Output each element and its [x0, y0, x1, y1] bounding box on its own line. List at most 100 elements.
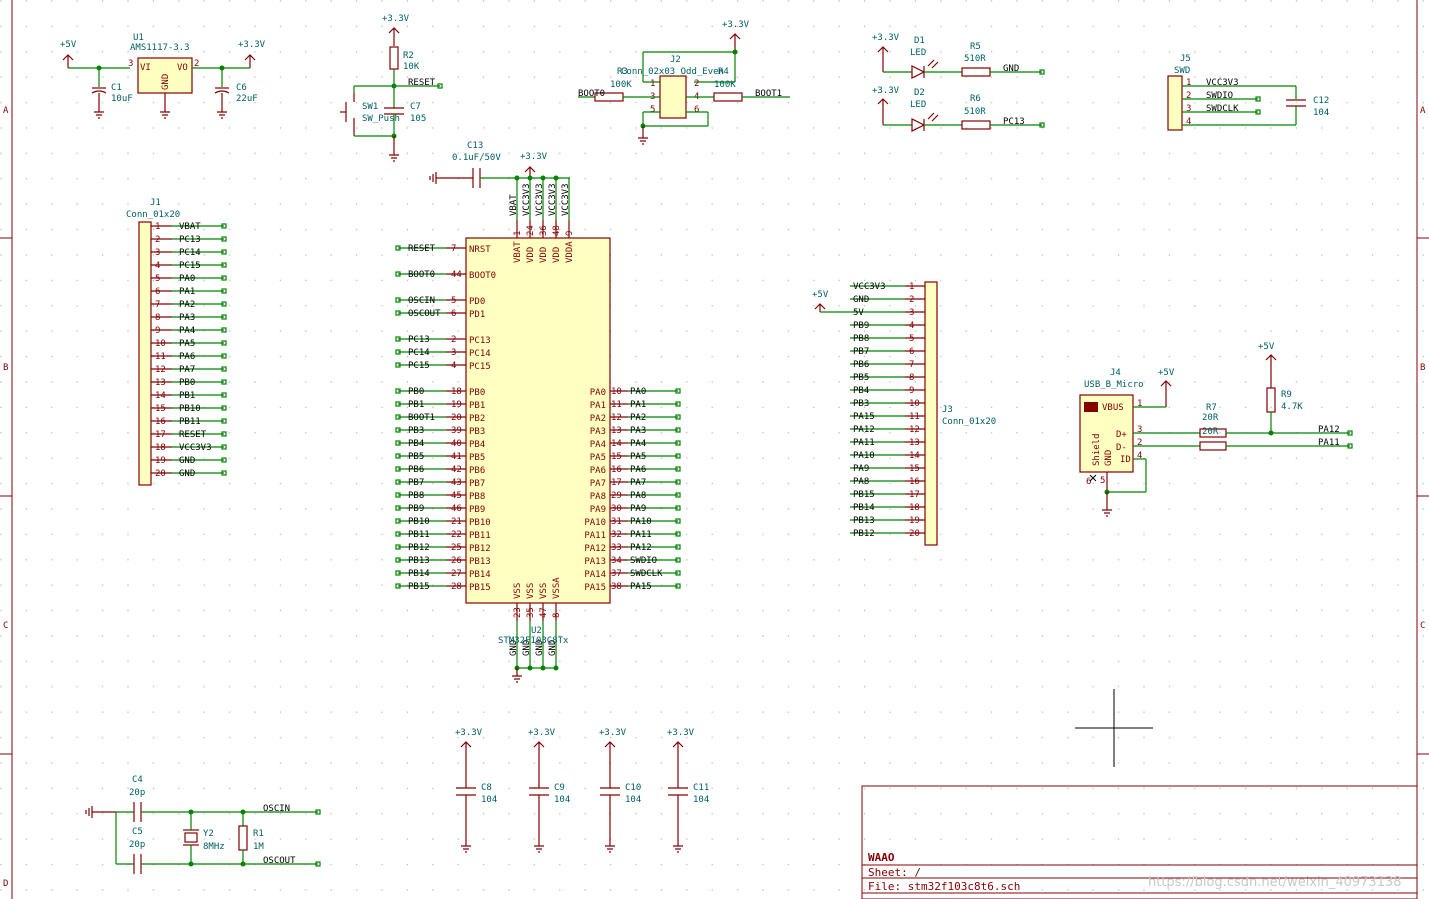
j3-net-label: PB12 [853, 529, 875, 539]
j5-pin4: 4 [1186, 117, 1191, 127]
title-sheet: Sheet: / [868, 866, 921, 879]
mcu-top-pin-number: 24 [526, 225, 536, 236]
decoupling-ref: C10 [625, 783, 641, 793]
j1-net-flag [221, 301, 227, 307]
oscin-net-label: OSCIN [263, 804, 290, 814]
mcu-right-net-flag [675, 414, 681, 420]
power-5v-label-j4: +5V [1158, 368, 1175, 378]
oscout-net-label: OSCOUT [263, 856, 296, 866]
j1-net-label: PB10 [179, 404, 201, 414]
mcu-right-pin-number: 34 [611, 556, 622, 566]
mcu-right-pin-name: PA0 [590, 388, 606, 398]
mcu-left-net-flag [395, 583, 401, 589]
mcu-right-net-label: PA0 [630, 387, 646, 397]
mcu-top-net-label: VBAT [509, 194, 519, 216]
regulator-u1[interactable] [137, 57, 193, 94]
mcu-right-pin-number: 13 [611, 426, 622, 436]
mcu-right-net-label: PA1 [630, 400, 646, 410]
title-company: WAAO [868, 851, 895, 864]
decoupling-power-label: +3.3V [599, 728, 627, 738]
j1-net-flag [221, 470, 227, 476]
regulator-section: +5V U1 AMS1117-3.3 VI VO 3 2 GND +3.3V C… [60, 33, 266, 119]
mcu-left-pin-name: PB6 [469, 466, 485, 476]
j1-pin-number: 19 [155, 456, 166, 466]
mcu-bottom-pin-name: VSS [539, 583, 549, 599]
jumper-j2[interactable] [659, 75, 687, 119]
reset-section: +3.3V R2 10K RESET SW1 SW_Push C7 105 [340, 14, 443, 162]
connector-j3: J3 Conn_01x20 1VCC3V32GND35V4PB95PB86PB7… [812, 281, 996, 546]
mcu-left-net-label: PC14 [408, 348, 430, 358]
j3-body[interactable] [924, 281, 938, 546]
mcu-bottom-net-label: GND [548, 640, 558, 656]
mcu-bottom-net-label: GND [509, 640, 519, 656]
swd-connector-j5[interactable] [1167, 75, 1183, 131]
decoupling-value: 104 [693, 795, 709, 805]
mcu-left-net-flag [395, 271, 401, 277]
mcu-right-net-flag [675, 570, 681, 576]
r7-ref: R7 [1206, 403, 1217, 413]
mcu-right-pin-number: 10 [611, 387, 622, 397]
mcu-left-net-label: PB15 [408, 582, 430, 592]
j1-net-label: PC14 [179, 248, 201, 258]
j1-pin-number: 10 [155, 339, 166, 349]
mcu-bottom-pin-name: VSSA [552, 577, 562, 599]
j3-pin-number: 1 [909, 282, 914, 292]
mcu-right-pin-number: 15 [611, 452, 622, 462]
mcu-left-net-flag [395, 297, 401, 303]
mcu-left-net-label: PB10 [408, 517, 430, 527]
j1-pin-number: 11 [155, 352, 166, 362]
mcu-right-pin-number: 17 [611, 478, 622, 488]
j3-pin-number: 7 [909, 360, 914, 370]
mcu-left-pin-name: PD1 [469, 310, 485, 320]
j1-net-label: PB0 [179, 378, 195, 388]
j3-value: Conn_01x20 [942, 417, 996, 427]
frame-row-b-left: B [3, 363, 8, 373]
c4-value: 20p [129, 788, 145, 798]
mcu-left-net-flag [395, 401, 401, 407]
mcu-right-pin-name: PA12 [584, 544, 606, 554]
j1-net-label: VCC3V3 [179, 443, 212, 453]
mcu-left-net-label: PB11 [408, 530, 430, 540]
j1-net-flag [221, 353, 227, 359]
mcu-left-pin-number: 22 [451, 530, 462, 540]
j1-pin-number: 8 [155, 313, 160, 323]
mcu-top-pin-name: VBAT [513, 241, 523, 263]
mcu-right-pin-name: PA9 [590, 505, 606, 515]
u1-pin2: 2 [194, 59, 199, 69]
mcu-right-pin-name: PA4 [590, 440, 606, 450]
j5-net-swdio: SWDIO [1206, 91, 1233, 101]
j1-body[interactable] [138, 221, 152, 486]
j3-net-label: PB15 [853, 490, 875, 500]
mcu-left-pin-number: 28 [451, 582, 462, 592]
r9-value: 4.7K [1281, 402, 1303, 412]
reset-net-label: RESET [408, 78, 436, 88]
j3-pin-number: 12 [909, 425, 920, 435]
title-block: WAAO Sheet: / File: stm32f103c8t6.sch [861, 785, 1418, 899]
mcu-left-net-flag [395, 518, 401, 524]
mcu-left-pin-number: 43 [451, 478, 462, 488]
j3-pin-number: 14 [909, 451, 920, 461]
j3-net-label: PA8 [853, 477, 869, 487]
mcu-body[interactable] [465, 237, 611, 604]
j3-ref: J3 [942, 405, 953, 415]
mcu-left-net-flag [395, 440, 401, 446]
j1-pin-number: 20 [155, 469, 166, 479]
mcu-right-net-flag [675, 453, 681, 459]
decoupling-ref: C8 [481, 783, 492, 793]
crystal-y2[interactable] [184, 832, 198, 843]
j4-pin5: 5 [1100, 476, 1105, 486]
decoupling-ref: C11 [693, 783, 709, 793]
mcu-top-net-label: VCC3V3 [522, 183, 532, 216]
mcu-top-pin-number: 36 [539, 225, 549, 236]
mcu-top-pin-number: 1 [513, 231, 523, 236]
mcu-top-pin-number: 48 [552, 225, 562, 236]
j3-pin-number: 19 [909, 516, 920, 526]
j3-net-label: PB9 [853, 321, 869, 331]
j4-pin2: 2 [1137, 438, 1142, 448]
mcu-left-pin-number: 3 [451, 348, 456, 358]
j4-pin1: 1 [1137, 399, 1142, 409]
mcu-right-pin-number: 38 [611, 582, 622, 592]
j4-pin6: 6 [1086, 477, 1091, 487]
mcu-left-net-label: OSCOUT [408, 309, 441, 319]
mcu-right-net-flag [675, 479, 681, 485]
